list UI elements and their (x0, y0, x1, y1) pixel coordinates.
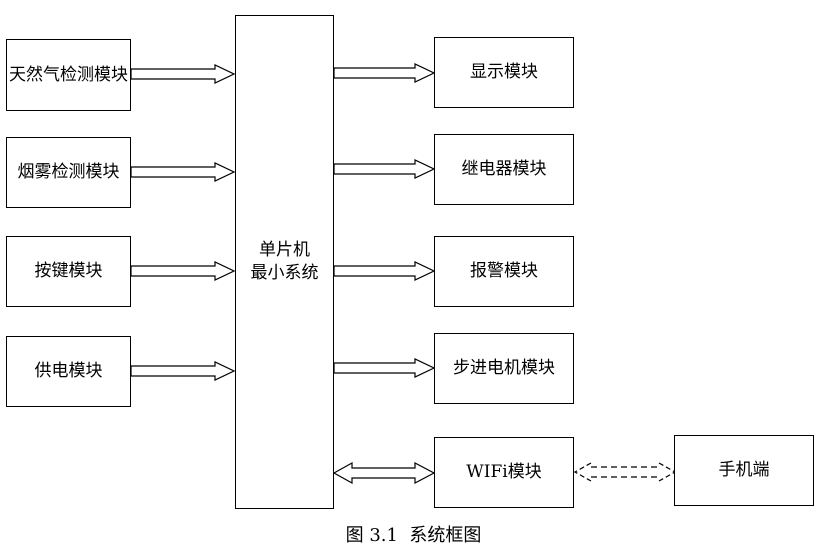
key-module-label: 按键模块 (34, 261, 103, 282)
arrow-power-to-mcu (130, 361, 236, 381)
figure-caption: 图 3.1 系统框图 (0, 521, 827, 547)
arrow-gas-to-mcu (130, 64, 236, 84)
wifi-module: WIFi模块 (434, 437, 574, 508)
gas-detection-module-label: 天然气检测模块 (9, 64, 128, 85)
stepper-motor-module-label: 步进电机模块 (453, 358, 555, 379)
relay-module-label: 继电器模块 (461, 159, 547, 180)
arrow-mcu-to-alarm (333, 261, 436, 281)
relay-module: 继电器模块 (434, 134, 574, 205)
figure-number: 图 3.1 (345, 525, 398, 546)
figure-title: 系统框图 (409, 525, 482, 546)
mcu-label-line1: 单片机 (259, 240, 310, 261)
phone-terminal-label: 手机端 (718, 460, 770, 481)
mcu-label-line2: 最小系统 (250, 263, 319, 283)
arrow-smoke-to-mcu (130, 162, 236, 182)
wifi-module-label: WIFi模块 (466, 462, 542, 483)
key-module: 按键模块 (6, 236, 131, 307)
stepper-motor-module: 步进电机模块 (434, 333, 574, 404)
arrow-key-to-mcu (130, 261, 236, 281)
power-module: 供电模块 (6, 336, 131, 407)
alarm-module: 报警模块 (434, 236, 574, 307)
arrow-mcu-to-motor (333, 358, 436, 378)
smoke-detection-module-label: 烟雾检测模块 (17, 162, 120, 183)
arrow-mcu-wifi-bidirectional (332, 461, 436, 485)
arrow-mcu-to-relay (333, 159, 436, 179)
phone-terminal: 手机端 (674, 435, 814, 506)
display-module: 显示模块 (434, 37, 574, 108)
display-module-label: 显示模块 (470, 62, 538, 83)
arrow-mcu-to-display (333, 63, 436, 83)
smoke-detection-module: 烟雾检测模块 (6, 137, 131, 208)
gas-detection-module: 天然气检测模块 (6, 39, 131, 111)
alarm-module-label: 报警模块 (470, 261, 538, 282)
power-module-label: 供电模块 (34, 361, 103, 382)
mcu-minimum-system: 单片机 最小系统 (235, 15, 334, 509)
arrow-wifi-phone-wireless (573, 462, 677, 482)
